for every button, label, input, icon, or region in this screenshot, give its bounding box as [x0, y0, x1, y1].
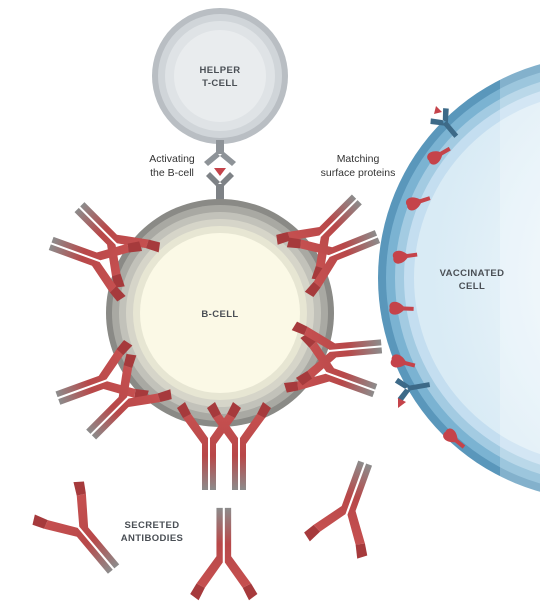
activating-label-1: Activating: [149, 153, 195, 165]
helper-t-cell-label-2: T-CELL: [202, 78, 238, 89]
secreted-antibody: [190, 507, 258, 601]
helper-t-cell: HELPER T-CELL: [152, 8, 288, 166]
receptor-top: [430, 108, 459, 138]
matching-label-2: surface proteins: [321, 167, 396, 179]
vaccinated-cell: [378, 0, 540, 603]
helper-t-cell-label-1: HELPER: [200, 65, 241, 76]
vaccinated-cell-label-1: VACCINATED: [440, 268, 505, 279]
activating-label-2: the B-cell: [150, 167, 194, 179]
b-cell: B-CELL: [106, 199, 334, 427]
secreted-antibodies-label-1: SECRETED: [125, 520, 180, 531]
vaccinated-receptors: [394, 106, 459, 408]
secreted-antibody: [301, 451, 397, 562]
b-cell-label: B-CELL: [201, 309, 238, 320]
secreted-antibodies-label-2: ANTIBODIES: [121, 533, 184, 544]
vaccinated-cell-label-2: CELL: [459, 281, 485, 292]
b-cell-receptor-top: [206, 168, 234, 202]
matching-label-1: Matching: [337, 153, 380, 165]
receptor-bottom: [394, 377, 431, 402]
